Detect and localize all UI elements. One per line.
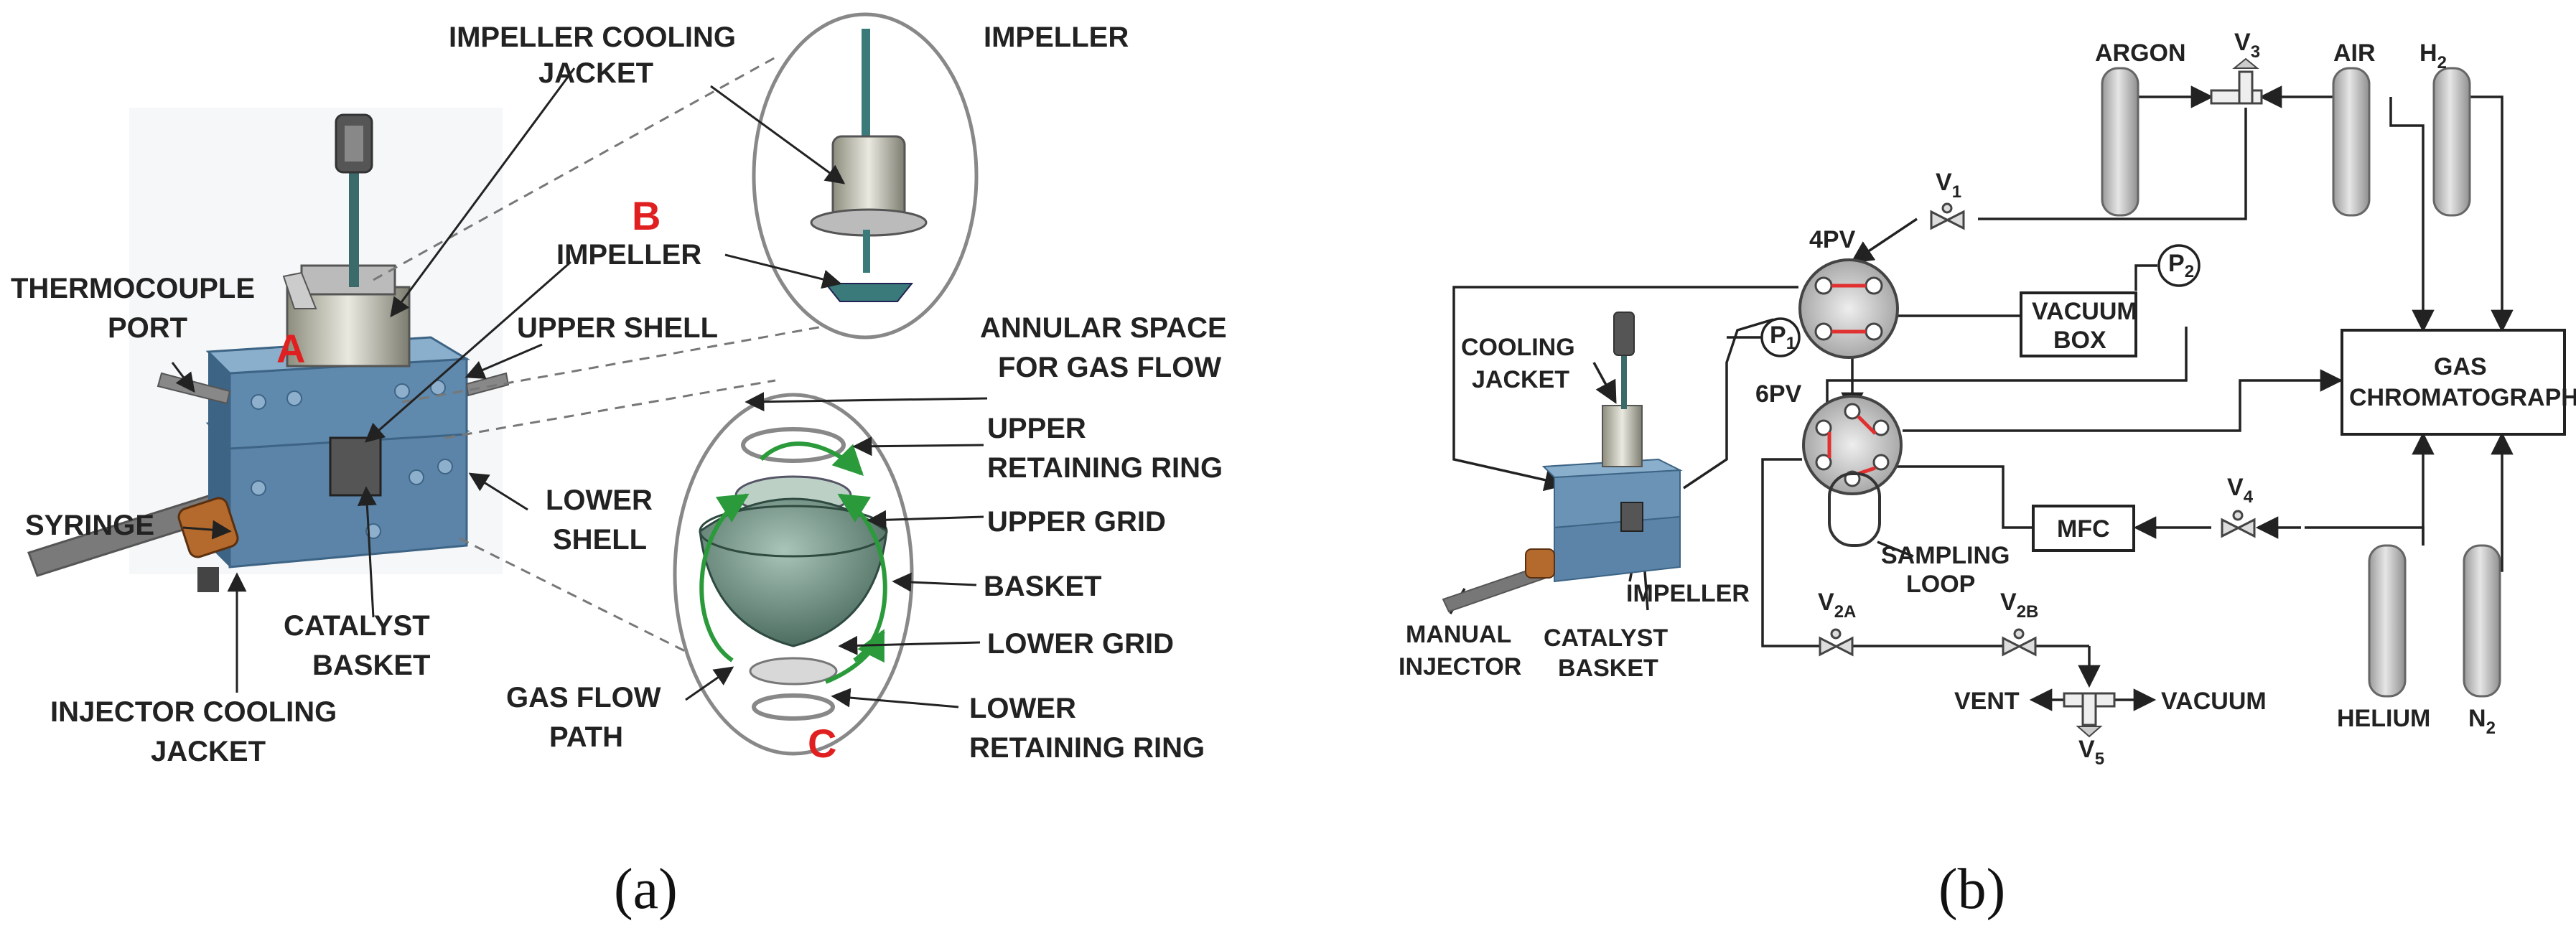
label-impeller-top: IMPELLER [984, 22, 1129, 53]
label-argon: ARGON [2095, 39, 2186, 67]
label-v2a: V2A [1818, 589, 1856, 622]
label-upper-retaining-ring-1: UPPER [987, 413, 1086, 444]
label-vent: VENT [1954, 688, 2020, 715]
label-v4: V4 [2227, 474, 2254, 507]
label-6pv: 6PV [1755, 380, 1802, 408]
label-cooling-jacket-2: JACKET [1472, 366, 1569, 393]
leader-lines-a [171, 67, 988, 708]
h2-cylinder [2432, 67, 2471, 217]
panel-b: ARGON AIR H2 HELIUM N2 V3 V1 V4 V2A V2B … [1399, 29, 2576, 921]
magnifier-b [752, 12, 979, 340]
label-vacuum-box-1: VACUUM [2032, 298, 2137, 325]
injector-cooling-jacket [177, 497, 239, 558]
mfc-box [2032, 505, 2135, 552]
caption-a: (a) [614, 858, 678, 921]
reactor-mini [1442, 312, 1683, 613]
air-cylinder [2332, 67, 2371, 217]
valve-v2b [2002, 636, 2037, 657]
four-port-valve [1798, 258, 1899, 359]
caption-b: (b) [1938, 858, 2005, 921]
label-thermocouple-port-2: PORT [108, 312, 187, 344]
label-helium: HELIUM [2337, 705, 2430, 732]
label-upper-shell: UPPER SHELL [517, 312, 718, 344]
valve-v5 [2063, 692, 2116, 738]
label-air: AIR [2333, 39, 2376, 67]
label-catalyst-basket-2: BASKET [312, 650, 430, 681]
label-sampling-loop-2: LOOP [1906, 571, 1975, 598]
label-upper-grid: UPPER GRID [987, 506, 1166, 538]
gauge-p2 [2157, 244, 2201, 287]
label-v5: V5 [2078, 736, 2104, 769]
label-cooling-jacket-1: COOLING [1461, 334, 1575, 361]
valve-v4 [2221, 518, 2256, 538]
label-gas-chromatograph-2: CHROMATOGRAPH [2349, 384, 2576, 411]
label-upper-retaining-ring-2: RETAINING RING [987, 452, 1223, 484]
label-mfc: MFC [2057, 515, 2110, 543]
gas-cylinders [2101, 67, 2501, 698]
label-v1: V1 [1936, 169, 1961, 202]
gauge-p1 [1760, 317, 1801, 357]
label-v3: V3 [2234, 29, 2260, 62]
helium-cylinder [2368, 544, 2407, 698]
label-lower-shell-1: LOWER [546, 485, 653, 516]
label-n2: N2 [2468, 705, 2496, 738]
vacuum-box [2020, 291, 2137, 357]
label-4pv: 4PV [1809, 226, 1856, 253]
label-vacuum-box-2: BOX [2053, 327, 2106, 354]
label-gas-chromatograph-1: GAS [2434, 353, 2487, 380]
label-impeller: IMPELLER [1626, 580, 1750, 607]
label-lower-retaining-ring-1: LOWER [969, 693, 1076, 724]
valve-v3 [2210, 57, 2263, 105]
label-lower-grid: LOWER GRID [987, 628, 1174, 660]
n2-cylinder [2463, 544, 2501, 698]
section-letter-a: A [276, 326, 305, 371]
label-h2: H2 [2419, 39, 2447, 72]
valve-v2a [1819, 636, 1854, 657]
label-p2: P2 [2168, 250, 2194, 281]
label-injector-cooling-jacket-2: JACKET [151, 736, 266, 767]
label-v2b: V2B [2000, 589, 2038, 622]
label-impeller-mid: IMPELLER [556, 239, 701, 271]
label-gas-flow-path-2: PATH [549, 721, 623, 753]
catalyst-basket-window [329, 436, 382, 497]
label-p1: P1 [1770, 322, 1796, 353]
valve-v1 [1930, 210, 1965, 230]
bowtie-valves [1819, 202, 2256, 657]
label-lower-shell-2: SHELL [553, 524, 647, 556]
sampling-loop [1828, 472, 1881, 547]
label-sampling-loop-1: SAMPLING [1881, 542, 2010, 569]
gas-chromatograph [2341, 329, 2566, 436]
basket [699, 497, 888, 647]
label-lower-retaining-ring-2: RETAINING RING [969, 732, 1205, 764]
label-injector-cooling-jacket-1: INJECTOR COOLING [50, 696, 337, 728]
label-annular-space-2: FOR GAS FLOW [998, 352, 1221, 383]
panel-a: A B C IMPELLER COOLING JACKET IMPELLER T… [11, 12, 1227, 921]
label-thermocouple-port-1: THERMOCOUPLE [11, 273, 255, 304]
label-annular-space-1: ANNULAR SPACE [980, 312, 1227, 344]
label-impeller-cooling-jacket-2: JACKET [538, 57, 653, 89]
label-impeller-cooling-jacket-1: IMPELLER COOLING [449, 22, 736, 53]
label-catalyst-basket-1: CATALYST [284, 610, 430, 642]
section-letter-b: B [632, 193, 661, 238]
section-letter-c: C [808, 721, 836, 766]
label-syringe: SYRINGE [25, 510, 154, 541]
label-catalyst-basket-1: CATALYST [1544, 624, 1668, 652]
label-manual-injector-2: INJECTOR [1399, 653, 1521, 680]
label-basket: BASKET [984, 571, 1101, 602]
label-vacuum: VACUUM [2161, 688, 2267, 715]
six-port-valve [1802, 395, 1903, 547]
argon-cylinder [2101, 67, 2139, 217]
label-catalyst-basket-2: BASKET [1558, 655, 1658, 682]
label-gas-flow-path-1: GAS FLOW [506, 682, 661, 713]
label-manual-injector-1: MANUAL [1406, 621, 1511, 648]
impeller-shaft [349, 158, 359, 287]
